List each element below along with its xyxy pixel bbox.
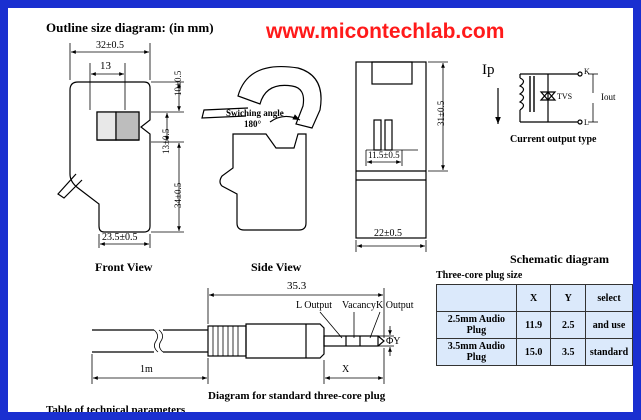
table-header-cell [436,284,517,312]
plug-dim-total: 35.3 [287,280,307,292]
side-view-caption: Side View [251,260,302,274]
top-dim-height: 31±0.5 [436,100,446,126]
plug-size-label: Three-core plug size [436,270,523,281]
plug-drawing [91,288,394,384]
table-header-cell: X [515,284,552,312]
table-cell: and use [585,311,633,339]
schematic-title: Schematic diagram [510,252,609,266]
circuit-drawing [495,71,598,125]
ip-label: Ip [482,62,495,78]
l-output-label: L Output [296,300,333,311]
table-cell: 3.5 [550,338,587,366]
drawing-lines [57,43,598,384]
cable-length-label: 1m [140,364,153,375]
switching-angle-value: 180° [244,119,262,129]
front-dim-right-mid: 13±0.5 [161,128,171,154]
outline-title: Outline size diagram: (in mm) [46,20,214,35]
k-terminal-label: K [584,67,590,76]
switching-angle-label: Swiching angle [226,108,284,118]
front-dim-right-lower: 34±0.5 [173,182,183,208]
top-view-drawing [355,61,448,252]
vacancy-label: Vacancy [342,300,376,311]
table-cell: 2.5mm Audio Plug [436,311,517,339]
plug-size-table: X Y select 2.5mm Audio Plug 11.9 2.5 and… [436,284,633,366]
top-dim-slot: 11.5±0.5 [368,150,400,160]
drawing-sheet: Outline size diagram: (in mm) www.micont… [8,8,633,412]
website-link[interactable]: www.micontechlab.com [266,20,505,43]
front-view-drawing [57,43,184,248]
iout-label: Iout [601,92,616,102]
table-cell: 15.0 [515,338,552,366]
table-row: 3.5mm Audio Plug 15.0 3.5 standard [436,338,633,366]
table-header-cell: Y [550,284,587,312]
x-dim-label: X [342,364,350,375]
table-header-row: X Y select [436,284,633,312]
table-cell: 11.9 [515,311,552,339]
cut-off-text: Table of technical parameters [46,404,186,412]
table-cell: 3.5mm Audio Plug [436,338,517,366]
side-view-drawing [201,66,322,231]
k-output-label: K Output [376,300,414,311]
table-header-cell: select [585,284,633,312]
front-dim-bottom: 23.5±0.5 [102,232,138,243]
top-dim-bottom: 22±0.5 [374,228,402,239]
front-dim-right-upper: 10±0.5 [173,70,183,96]
phi-y-label: ΦY [386,336,401,347]
table-cell: standard [585,338,633,366]
table-row: 2.5mm Audio Plug 11.9 2.5 and use [436,311,633,339]
front-dim-top: 32±0.5 [96,40,124,51]
plug-caption: Diagram for standard three-core plug [208,390,386,402]
circuit-caption: Current output type [510,134,597,145]
l-terminal-label: L [584,118,589,127]
front-dim-inner: 13 [100,60,111,72]
table-cell: 2.5 [550,311,587,339]
front-view-caption: Front View [95,260,153,274]
tvs-label: TVS [557,92,573,101]
